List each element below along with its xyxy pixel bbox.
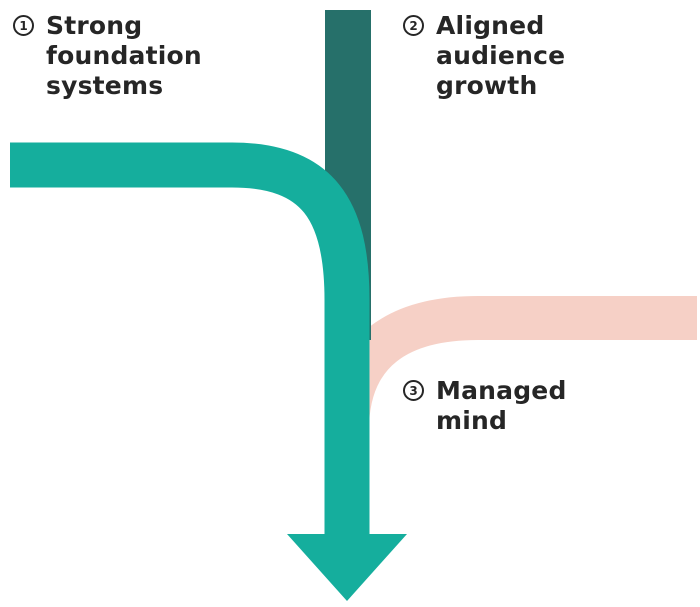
step-number-2-badge: 2 bbox=[403, 15, 424, 36]
step-label-strong-foundation-systems: Strong foundation systems bbox=[46, 11, 202, 100]
step-number-3-badge: 3 bbox=[403, 380, 424, 401]
step-label-managed-mind: Managed mind bbox=[436, 376, 567, 435]
strong-foundation-stream bbox=[10, 142, 370, 537]
step-strong-foundation-systems: 1 Strong foundation systems bbox=[13, 11, 202, 101]
step-aligned-audience-growth: 2 Aligned audience growth bbox=[403, 11, 565, 101]
step-label-aligned-audience-growth: Aligned audience growth bbox=[436, 11, 566, 100]
step-managed-mind: 3 Managed mind bbox=[403, 376, 567, 436]
down-arrow-head bbox=[287, 534, 407, 601]
step-number-1-badge: 1 bbox=[13, 15, 34, 36]
